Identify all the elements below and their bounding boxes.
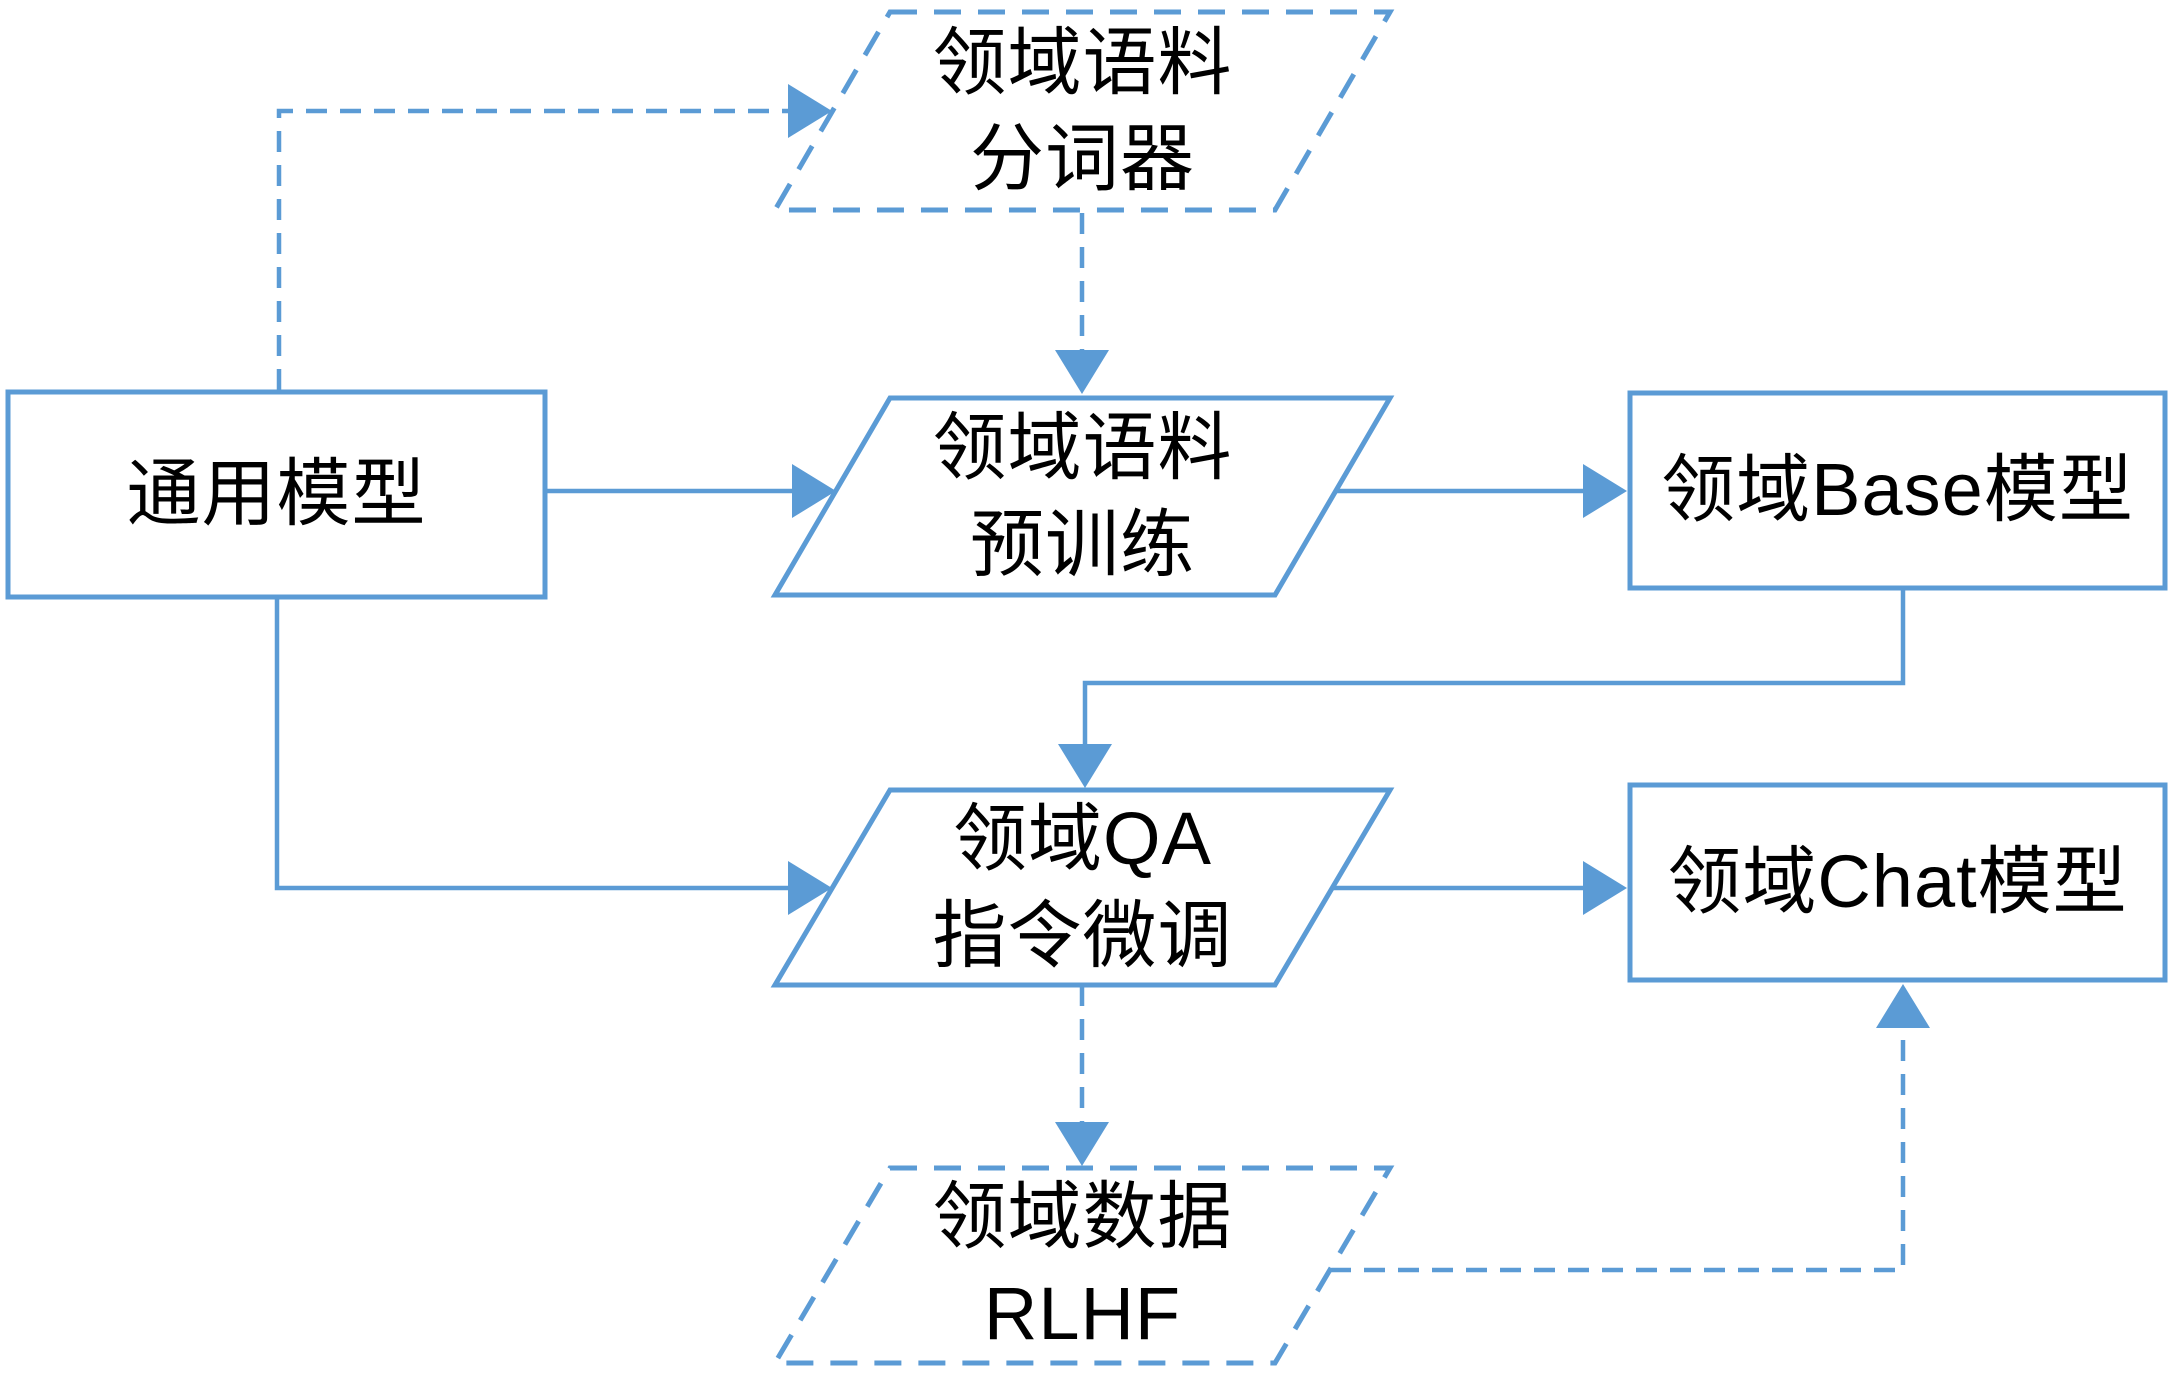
arrow-general-to-pretrain [547,464,836,518]
domain-qa-finetune-node [770,787,1395,988]
arrow-rlhf-to-chat [1330,984,1930,1273]
domain-rlhf-node [770,1165,1395,1366]
arrow-base-to-qa [1058,588,1906,788]
arrow-pretrain-to-base [1336,464,1627,518]
arrow-general-to-tokenizer [276,84,832,390]
arrow-qa-to-rlhf [1055,985,1109,1166]
domain-chat-model-node [1627,782,2168,983]
general-model-node [5,389,548,600]
arrow-tokenizer-to-pretrain [1055,213,1109,394]
arrow-qa-to-chat [1332,861,1627,915]
domain-pretrain-node [770,395,1395,598]
domain-tokenizer-node [770,9,1395,213]
arrow-general-to-qa [274,597,832,915]
domain-base-model-node [1627,390,2168,591]
